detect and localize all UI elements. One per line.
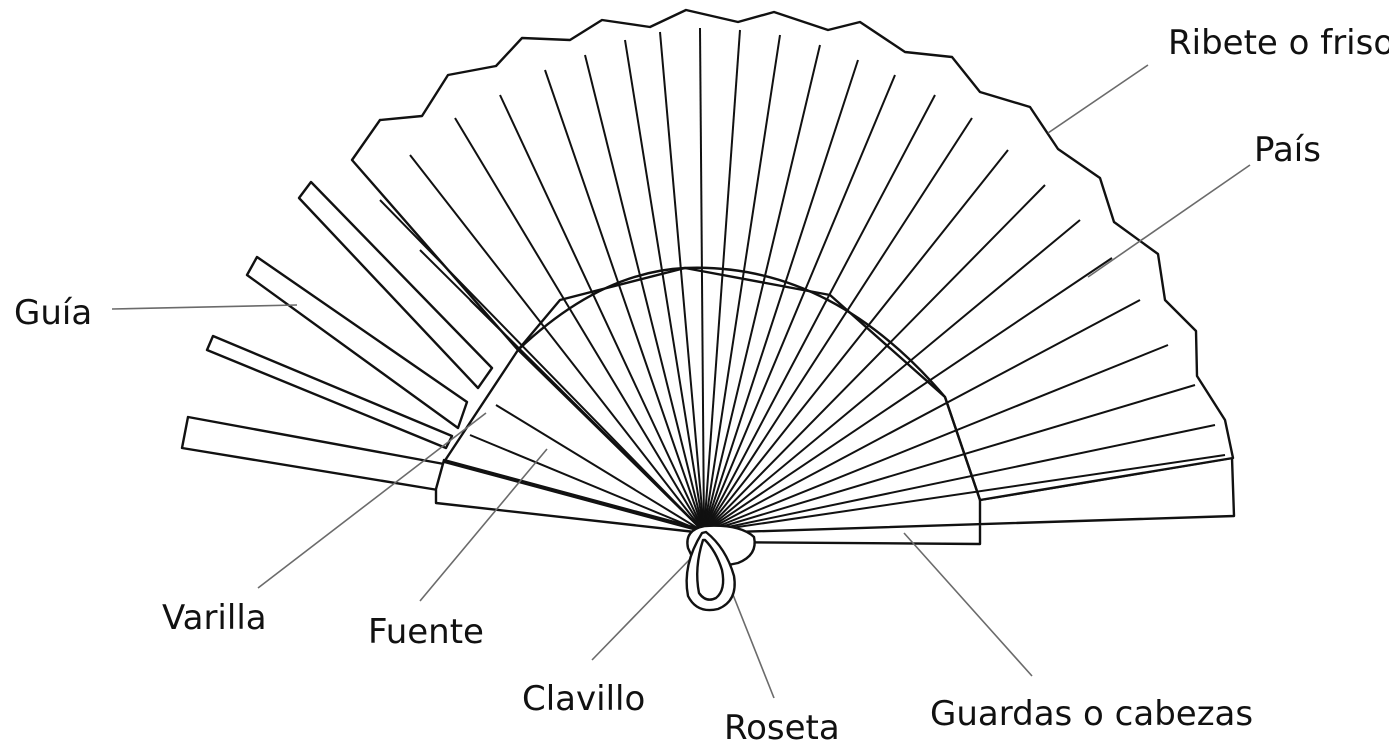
label-guardas: Guardas o cabezas	[930, 697, 1253, 731]
label-pais: País	[1254, 133, 1321, 167]
label-fuente: Fuente	[368, 615, 484, 649]
fan-leaf	[352, 10, 1233, 500]
label-guia: Guía	[14, 296, 92, 330]
leader-ribete	[1048, 65, 1148, 133]
label-roseta: Roseta	[724, 711, 840, 745]
label-clavillo: Clavillo	[522, 682, 645, 716]
label-varilla: Varilla	[162, 601, 267, 635]
leader-guardas	[904, 533, 1032, 676]
leader-clavillo	[592, 556, 693, 660]
label-ribete: Ribete o friso	[1168, 26, 1389, 60]
leader-guia	[112, 305, 297, 309]
